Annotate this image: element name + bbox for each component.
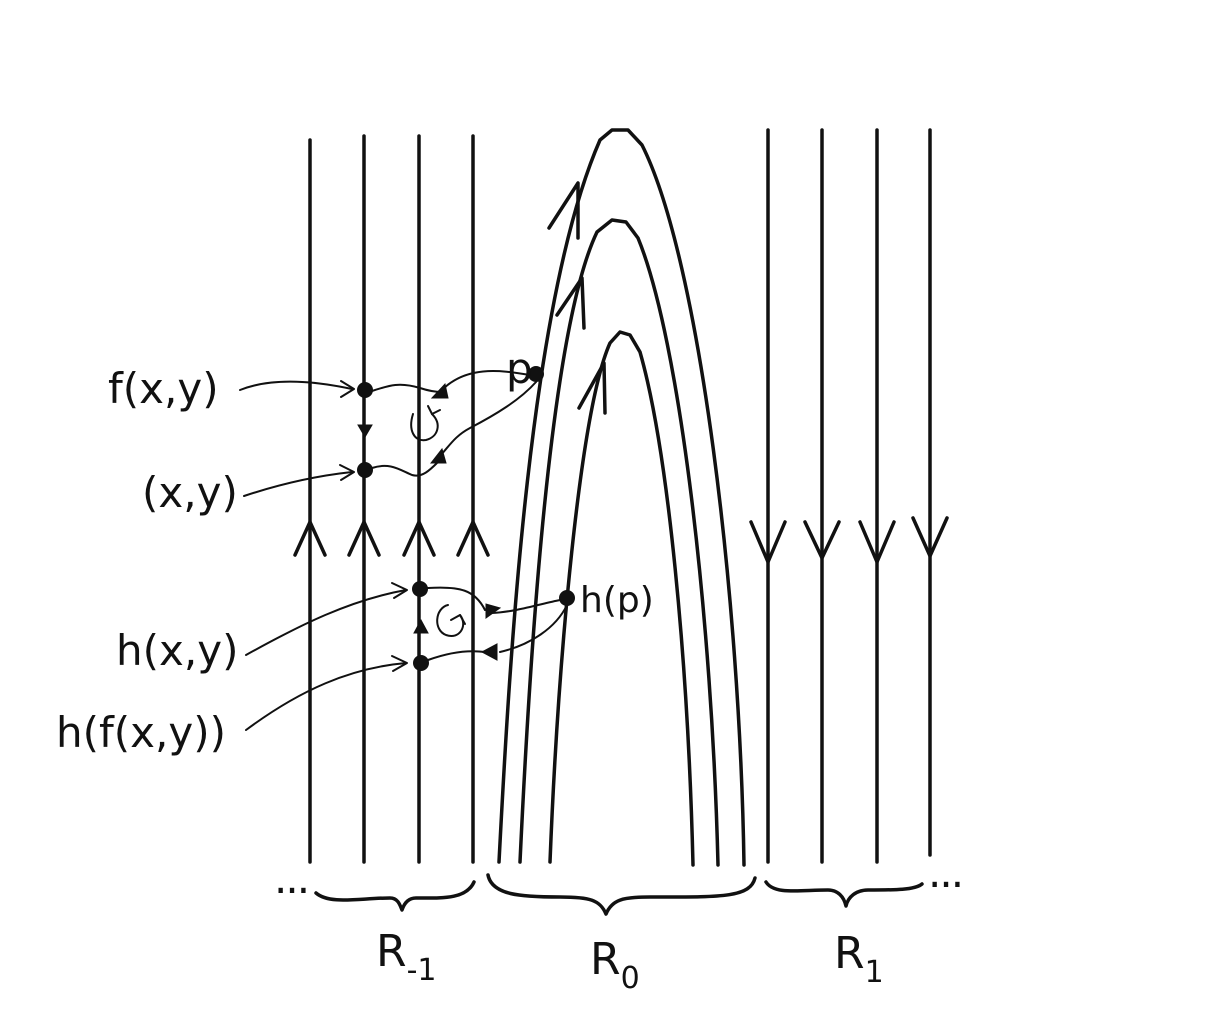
- ellipsis-right: ...: [928, 848, 964, 897]
- arrow-head-icon: [427, 405, 441, 415]
- brace-r-0: [486, 873, 757, 916]
- label-h-xy: h(x,y): [116, 626, 239, 675]
- region-braces: [314, 873, 924, 916]
- up-arrow-icon: [456, 520, 490, 557]
- point-h-p: [559, 590, 575, 606]
- brace-r-1: [764, 880, 924, 908]
- pointer-f-xy: [239, 380, 353, 391]
- label-h-f-xy: h(f(x,y)): [56, 708, 227, 757]
- leaf-r-0-outer: [497, 128, 746, 867]
- region-label-base: R: [590, 934, 621, 985]
- map-arrows: [371, 370, 568, 661]
- arrow-head-icon: [429, 447, 447, 464]
- rotate-icon: [436, 604, 465, 637]
- arrow-head-icon: [480, 643, 498, 661]
- up-arrow-icon: [577, 361, 607, 415]
- marked-points: [357, 366, 575, 671]
- up-arrow-icon: [547, 181, 580, 240]
- up-triangle-icon: [413, 618, 429, 634]
- up-arrow-icon: [293, 520, 327, 557]
- up-arrow-icon: [347, 520, 381, 557]
- rotate-icon: [410, 413, 439, 442]
- arrow-head-icon: [391, 582, 408, 599]
- region-label-r-minus-1: R-1: [376, 930, 437, 986]
- region-label-base: R: [834, 928, 865, 979]
- arrow-p-to-xy: [439, 381, 537, 457]
- region-label-sub: 0: [620, 961, 640, 996]
- region-r-minus-1-leaves: [293, 134, 490, 864]
- region-label-sub: -1: [406, 953, 437, 988]
- point-f-xy: [357, 382, 373, 398]
- region-label-base: R: [376, 926, 407, 977]
- arrow-hp-to-hf: [499, 604, 568, 653]
- wiggle-f: [371, 383, 443, 393]
- region-label-sub: 1: [864, 955, 884, 990]
- pointer-h-xy: [245, 589, 407, 656]
- point-p: [528, 366, 544, 382]
- up-arrow-icon: [555, 276, 586, 330]
- label-pointers: [239, 380, 408, 731]
- leaf-r-0-inner: [548, 330, 695, 867]
- label-f-xy: f(x,y): [108, 364, 219, 413]
- region-label-r-0: R0: [590, 938, 640, 994]
- point-h-xy: [412, 581, 428, 597]
- down-triangle-icon: [357, 424, 373, 438]
- region-label-r-1: R1: [834, 932, 884, 988]
- region-r-0-leaves: [497, 128, 746, 867]
- arrow-head-icon: [340, 380, 355, 398]
- point-h-f-xy: [413, 655, 429, 671]
- leaf-r-0-middle: [518, 218, 720, 867]
- up-arrow-icon: [402, 520, 436, 557]
- pointer-h-f-xy: [245, 662, 407, 731]
- pointer-xy: [243, 471, 353, 497]
- label-p: p: [506, 344, 533, 393]
- label-xy: (x,y): [142, 468, 238, 517]
- down-arrow-icon: [803, 520, 841, 560]
- arrow-head-icon: [450, 614, 466, 625]
- arrow-hxy-right: [427, 586, 486, 611]
- down-arrow-icon: [858, 520, 896, 564]
- region-r-1-leaves: [749, 128, 949, 864]
- down-arrow-icon: [911, 516, 949, 558]
- wiggle-xy: [371, 461, 439, 477]
- arrow-hp-left: [491, 599, 561, 614]
- brace-r-minus-1: [314, 880, 476, 912]
- wiggle-hf: [427, 650, 486, 661]
- arrow-head-icon: [485, 603, 502, 619]
- down-arrow-icon: [749, 520, 787, 564]
- arrow-head-icon: [391, 655, 408, 672]
- ellipsis-left: ...: [274, 854, 310, 903]
- arrow-head-icon: [339, 464, 355, 481]
- point-xy: [357, 462, 373, 478]
- label-h-p: h(p): [580, 580, 654, 621]
- arrow-p-to-f: [439, 370, 531, 393]
